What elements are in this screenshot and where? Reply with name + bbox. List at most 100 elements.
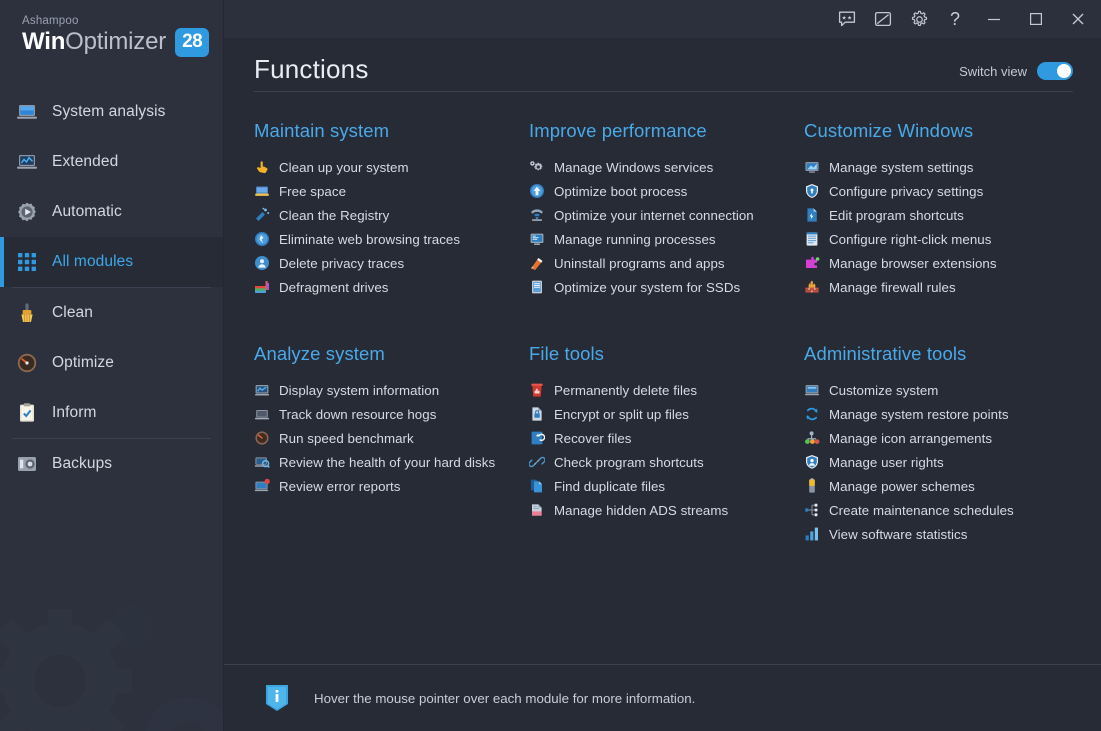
function-display-system-information[interactable]: Display system information — [254, 378, 529, 402]
sidebar-item-label: Backups — [52, 455, 113, 472]
defrag-icon — [254, 279, 270, 295]
sidebar-item-clean[interactable]: Clean — [0, 288, 223, 338]
sidebar-item-all-modules[interactable]: All modules — [0, 237, 223, 287]
function-clean-up-your-system[interactable]: Clean up your system — [254, 155, 529, 179]
feedback-icon[interactable] — [829, 0, 865, 38]
function-edit-program-shortcuts[interactable]: Edit program shortcuts — [804, 203, 1083, 227]
function-customize-system[interactable]: Customize system — [804, 378, 1083, 402]
laptop-chart-icon — [16, 151, 38, 173]
function-label: Uninstall programs and apps — [554, 255, 725, 271]
function-run-speed-benchmark[interactable]: Run speed benchmark — [254, 426, 529, 450]
function-label: Manage icon arrangements — [829, 430, 993, 446]
functions-content: Maintain system Clean up your system Fre… — [224, 92, 1101, 664]
minimize-icon[interactable] — [973, 0, 1015, 38]
function-free-space[interactable]: Free space — [254, 179, 529, 203]
function-label: Configure privacy settings — [829, 183, 984, 199]
sidebar-item-backups[interactable]: Backups — [0, 439, 223, 489]
function-manage-system-restore-points[interactable]: Manage system restore points — [804, 402, 1083, 426]
function-eliminate-web-browsing-traces[interactable]: Eliminate web browsing traces — [254, 227, 529, 251]
switch-view-toggle[interactable] — [1037, 62, 1073, 80]
function-manage-firewall-rules[interactable]: Manage firewall rules — [804, 275, 1083, 299]
function-review-the-health-of-your-hard-disks[interactable]: Review the health of your hard disks — [254, 450, 529, 474]
function-manage-system-settings[interactable]: Manage system settings — [804, 155, 1083, 179]
group-administrative-tools: Administrative tools Customize system Ma… — [804, 343, 1083, 546]
function-manage-running-processes[interactable]: Manage running processes — [529, 227, 804, 251]
sidebar-item-system-analysis[interactable]: System analysis — [0, 87, 223, 137]
function-label: Defragment drives — [279, 279, 389, 295]
function-manage-power-schemes[interactable]: Manage power schemes — [804, 474, 1083, 498]
function-optimize-boot-process[interactable]: Optimize boot process — [529, 179, 804, 203]
version-badge: 28 — [175, 27, 210, 57]
function-check-program-shortcuts[interactable]: Check program shortcuts — [529, 450, 804, 474]
browser-extension-icon — [804, 255, 820, 271]
sidebar-item-label: System analysis — [52, 103, 166, 120]
brand-company: Ashampoo — [22, 15, 79, 27]
function-label: Encrypt or split up files — [554, 406, 690, 422]
function-optimize-your-system-for-ssds[interactable]: Optimize your system for SSDs — [529, 275, 804, 299]
function-label: Clean up your system — [279, 159, 409, 175]
function-find-duplicate-files[interactable]: Find duplicate files — [529, 474, 804, 498]
function-label: Track down resource hogs — [279, 406, 437, 422]
function-manage-hidden-ads-streams[interactable]: Manage hidden ADS streams — [529, 498, 804, 522]
close-icon[interactable] — [1057, 0, 1099, 38]
function-delete-privacy-traces[interactable]: Delete privacy traces — [254, 251, 529, 275]
group-title: Improve performance — [529, 120, 707, 141]
sidebar-item-automatic[interactable]: Automatic — [0, 187, 223, 237]
function-label: Find duplicate files — [554, 478, 666, 494]
function-label: Recover files — [554, 430, 632, 446]
function-optimize-your-internet-connection[interactable]: Optimize your internet connection — [529, 203, 804, 227]
function-encrypt-or-split-up-files[interactable]: Encrypt or split up files — [529, 402, 804, 426]
function-review-error-reports[interactable]: Review error reports — [254, 474, 529, 498]
group-file-tools: File tools Permanently delete files Encr… — [529, 343, 804, 546]
function-manage-browser-extensions[interactable]: Manage browser extensions — [804, 251, 1083, 275]
sidebar-item-extended[interactable]: Extended — [0, 137, 223, 187]
restore-points-icon — [804, 406, 820, 422]
sidebar-item-optimize[interactable]: Optimize — [0, 338, 223, 388]
function-view-software-statistics[interactable]: View software statistics — [804, 522, 1083, 546]
user-rights-icon — [804, 454, 820, 470]
laptop-icon — [16, 101, 38, 123]
privacy-shield-icon — [254, 255, 270, 271]
function-label: Manage hidden ADS streams — [554, 502, 729, 518]
ads-streams-icon — [529, 502, 545, 518]
function-track-down-resource-hogs[interactable]: Track down resource hogs — [254, 402, 529, 426]
function-uninstall-programs-and-apps[interactable]: Uninstall programs and apps — [529, 251, 804, 275]
group-maintain-system: Maintain system Clean up your system Fre… — [254, 120, 529, 299]
help-icon[interactable]: ? — [949, 8, 960, 29]
gear-icon[interactable] — [901, 0, 937, 38]
system-settings-icon — [804, 159, 820, 175]
statistics-icon — [804, 526, 820, 542]
function-configure-right-click-menus[interactable]: Configure right-click menus — [804, 227, 1083, 251]
function-label: Optimize your internet connection — [554, 207, 754, 223]
brand-product: WinOptimizer — [22, 27, 166, 57]
functions-grid: Maintain system Clean up your system Fre… — [254, 120, 1083, 546]
function-label: Optimize your system for SSDs — [554, 279, 741, 295]
hand-broom-icon — [254, 159, 270, 175]
maximize-icon[interactable] — [1015, 0, 1057, 38]
function-manage-user-rights[interactable]: Manage user rights — [804, 450, 1083, 474]
function-defragment-drives[interactable]: Defragment drives — [254, 275, 529, 299]
sidebar-item-inform[interactable]: Inform — [0, 388, 223, 438]
gear-watermark — [0, 605, 223, 731]
function-clean-the-registry[interactable]: Clean the Registry — [254, 203, 529, 227]
function-manage-icon-arrangements[interactable]: Manage icon arrangements — [804, 426, 1083, 450]
services-gear-icon — [529, 159, 545, 175]
function-manage-windows-services[interactable]: Manage Windows services — [529, 155, 804, 179]
grid-dots-icon — [16, 251, 38, 273]
privacy-lock-icon — [804, 183, 820, 199]
function-label: Configure right-click menus — [829, 231, 992, 247]
switch-view-control[interactable]: Switch view — [959, 62, 1073, 85]
group-customize-windows: Customize Windows Manage system settings… — [804, 120, 1083, 299]
function-create-maintenance-schedules[interactable]: Create maintenance schedules — [804, 498, 1083, 522]
function-recover-files[interactable]: Recover files — [529, 426, 804, 450]
shredder-icon — [529, 382, 545, 398]
function-label: Delete privacy traces — [279, 255, 405, 271]
function-configure-privacy-settings[interactable]: Configure privacy settings — [804, 179, 1083, 203]
function-permanently-delete-files[interactable]: Permanently delete files — [529, 378, 804, 402]
function-label: Create maintenance schedules — [829, 502, 1014, 518]
theme-icon[interactable] — [865, 0, 901, 38]
info-icon — [264, 684, 290, 712]
sidebar-divider-1 — [12, 287, 211, 288]
function-label: Manage user rights — [829, 454, 944, 470]
group-title: Maintain system — [254, 120, 390, 141]
